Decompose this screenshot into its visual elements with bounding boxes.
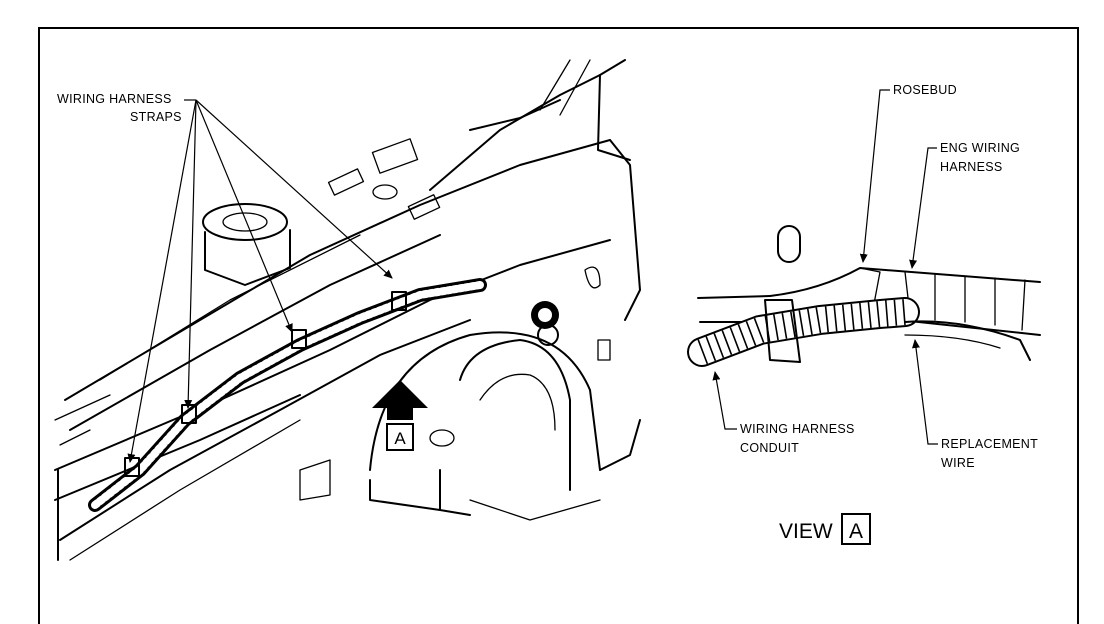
engine-compartment-illustration — [54, 59, 641, 561]
diagram-frame — [38, 27, 1079, 624]
view-a-marker-box — [386, 423, 414, 451]
replacement-label-line1: REPLACEMENT — [941, 437, 1038, 451]
view-caption-box — [841, 513, 871, 545]
view-caption-word: VIEW — [779, 520, 833, 543]
up-arrow-icon — [372, 380, 428, 420]
view-a-marker-label: A — [394, 429, 406, 448]
conduit-label-line2: CONDUIT — [740, 441, 799, 455]
rosebud-label: ROSEBUD — [893, 83, 957, 97]
eng-harness-leader — [909, 147, 937, 269]
eng-harness-label-line2: HARNESS — [940, 160, 1003, 174]
detail-view-a — [687, 225, 1041, 367]
conduit-label-line1: WIRING HARNESS — [740, 422, 855, 436]
replacement-leader — [912, 339, 938, 445]
replacement-label-line2: WIRE — [941, 456, 975, 470]
conduit-leader — [712, 371, 737, 430]
straps-label-line2: STRAPS — [130, 110, 182, 124]
rosebud-leader — [859, 89, 890, 263]
straps-label-line1: WIRING HARNESS — [57, 92, 172, 106]
straps-leaders — [127, 99, 393, 463]
eng-harness-label-line1: ENG WIRING — [940, 141, 1020, 155]
view-caption-letter: A — [849, 520, 863, 543]
